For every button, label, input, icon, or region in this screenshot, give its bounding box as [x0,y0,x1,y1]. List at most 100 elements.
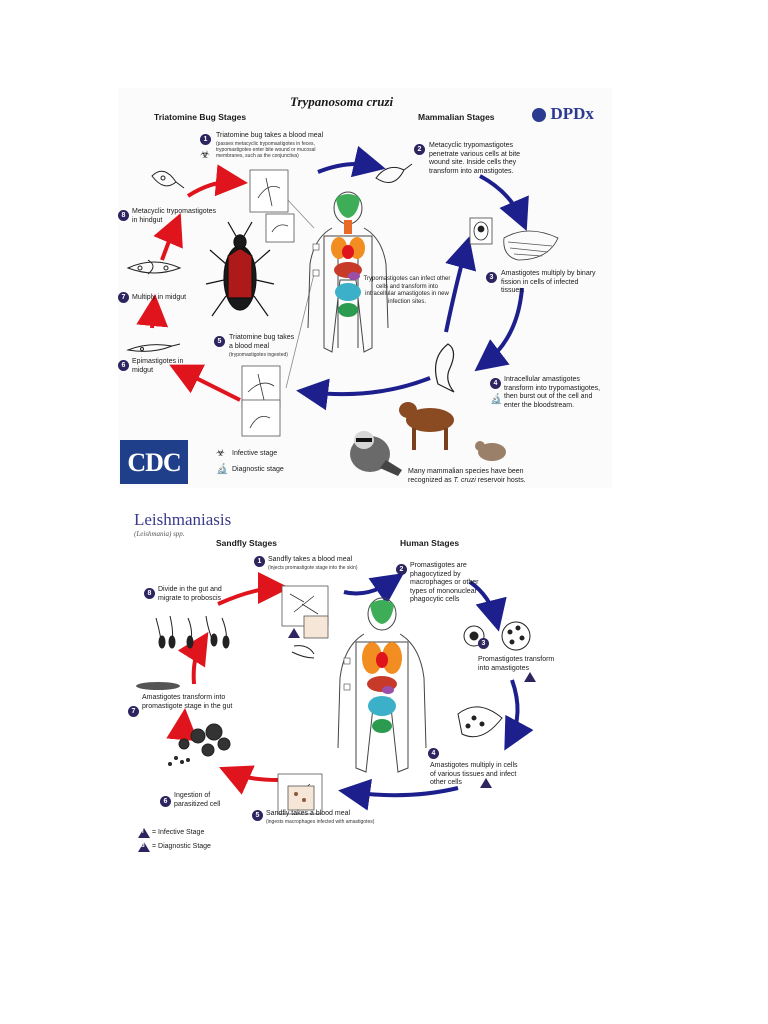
promastigotes-8 [155,615,230,649]
sandfly-stages-heading: Sandfly Stages [216,538,277,548]
lm-step-1-sub: (injects promastigote stage into the ski… [268,565,358,571]
lm-arrow-5-to-6 [219,765,279,795]
step-badge-8: 8 [118,210,129,221]
lm-arrow-8-to-1 [217,572,290,606]
lm-arrow-1-to-2 [343,573,404,605]
tc-arrow-4-to-5 [296,376,431,411]
lm-step-5-label: Sandfly takes a blood meal [266,810,351,817]
diagnostic-stage-marker-4 [480,778,492,788]
infected-cells-4 [457,706,503,738]
tc-step-7-label: Multiply in midgut [132,294,187,301]
reservoir-hosts-note: Many mammalian species have been recogni… [408,468,538,485]
tc-arrow-1-to-2 [317,145,386,178]
leishmaniasis-lifecycle-diagram: Leishmaniasis (Leishmania) spp. Sandfly … [118,508,612,864]
lm-arrow-2-to-3 [468,580,507,632]
tc-step-4-label: Intracellular amastigotes transform into… [504,376,601,409]
promastigote-1 [291,645,315,659]
step-badge-2: 2 [396,564,407,575]
tc-step-1-label: Triatomine bug takes a blood meal [216,132,324,139]
amastigote-tissue-3 [469,217,559,261]
step-badge-3: 3 [486,272,497,283]
lm-step-6-label: Ingestion of parasitized cell [174,792,221,808]
legend-infective-mark-letter: i [142,829,144,835]
step-badge-3: 3 [478,638,489,649]
reservoir-note-species: T. cruzi [453,476,476,484]
step-badge-5: 5 [252,810,263,821]
tc-step-8-label: Metacyclic trypomastigotes in hindgut [132,208,217,224]
trypanosoma-cruzi-lifecycle-diagram: Trypanosoma cruzi Triatomine Bug Stages … [118,88,612,488]
step-badge-7: 7 [118,292,129,303]
biohazard-icon: ☣ [200,149,210,161]
tc-arrow-2-to-3 [479,174,529,232]
legend-infective-marker [138,828,150,838]
mammalian-stages-heading: Mammalian Stages [418,112,495,122]
tc-arrow-6-to-7 [136,294,169,329]
reservoir-note-text-a: Many mammalian species have been recogni… [408,468,524,484]
dog-illustration [399,402,454,450]
trypomastigote-2 [375,163,413,183]
lm-step-2-label: Promastigotes are phagocytized by macrop… [410,562,479,603]
dpdx-brand-text: DPDx [550,104,594,123]
step-badge-4: 4 [490,378,501,389]
step-badge-4: 4 [428,748,439,759]
lm-arrow-7-to-8 [177,631,209,685]
tc-diagram-graphics [126,145,559,476]
parasites-midgut-7 [126,259,182,275]
lm-step-1-label: Sandfly takes a blood meal [268,556,353,563]
step-badge-5: 5 [214,336,225,347]
legend-diagnostic-stage: Diagnostic stage [232,466,284,473]
lm-step-4-label: Amastigotes multiply in cells of various… [430,762,518,786]
tc-center-note: Trypomastigotes can infect other cells a… [363,276,451,305]
parasitized-cells-6 [168,723,231,766]
tc-arrow-3-to-4 [474,287,524,372]
tc-arrow-5-to-6 [169,364,241,402]
lm-arrow-3-to-4 [504,679,534,751]
lm-diagram-graphics [136,572,534,815]
lm-arrow-6-to-7 [166,708,199,743]
legend-microscope-icon: 🔬 [216,464,229,475]
tc-arrow-7-to-8 [153,212,183,261]
tc-step-1-sub: (passes metacyclic trypomastigotes in fe… [216,141,316,159]
tc-step-3-label: Amastigotes multiply by binary fission i… [501,270,596,294]
dpdx-logo: DPDx [532,104,594,124]
step-badge-2: 2 [414,144,425,155]
triatomine-bug-stages-heading: Triatomine Bug Stages [154,112,247,122]
epimastigote-6 [126,343,181,352]
human-stages-heading: Human Stages [400,538,460,548]
step-badge-6: 6 [118,360,129,371]
tc-step-5-sub: (trypomastigotes ingested) [229,352,288,358]
diagram-title: Leishmaniasis [134,510,232,529]
diagram-genus: (Leishmania) spp. [134,530,185,538]
step-badge-1: 1 [254,556,265,567]
diagram-title: Trypanosoma cruzi [290,94,394,109]
tc-arrow-4-to-3b [444,236,477,333]
legend-infective-stage: = Infective Stage [152,829,205,836]
amastigote-transform-7 [136,682,180,690]
tc-arrow-8-to-1 [186,164,248,198]
infective-stage-marker-1 [288,628,300,638]
raccoon-illustration [350,431,402,476]
legend-infective-stage: Infective stage [232,450,278,457]
step-badge-7: 7 [128,706,139,717]
step-badge-1: 1 [200,134,211,145]
rodent-illustration [475,441,506,461]
lm-step-5-sub: (ingests macrophages infected with amast… [266,819,375,825]
tc-step-5-label: Triatomine bug takes a blood meal [229,334,295,350]
triatomine-bug-illustration [205,221,275,317]
diagnostic-stage-marker-3 [524,672,536,682]
lm-step-8-label: Divide in the gut and migrate to probosc… [158,586,222,602]
lm-arrow-4-to-5 [338,778,459,811]
reservoir-note-text-b: reservoir hosts. [475,476,526,484]
sandfly-illustration [289,593,319,615]
macrophage-amastigotes-3 [501,621,531,651]
tc-step-2-label: Metacyclic trypomastigotes penetrate var… [429,142,521,175]
legend-diagnostic-stage: = Diagnostic Stage [152,843,211,850]
trypomastigote-bloodstream-4 [435,343,455,393]
dpdx-logo-icon [532,107,546,122]
cdc-logo: CDC [120,440,188,484]
legend-diagnostic-mark-letter: d [141,843,145,849]
step-badge-6: 6 [160,796,171,807]
legend-biohazard-icon: ☣ [216,448,225,459]
tc-step-6-label: Epimastigotes in midgut [132,358,184,374]
metacyclic-trypomastigote-8 [151,170,185,189]
